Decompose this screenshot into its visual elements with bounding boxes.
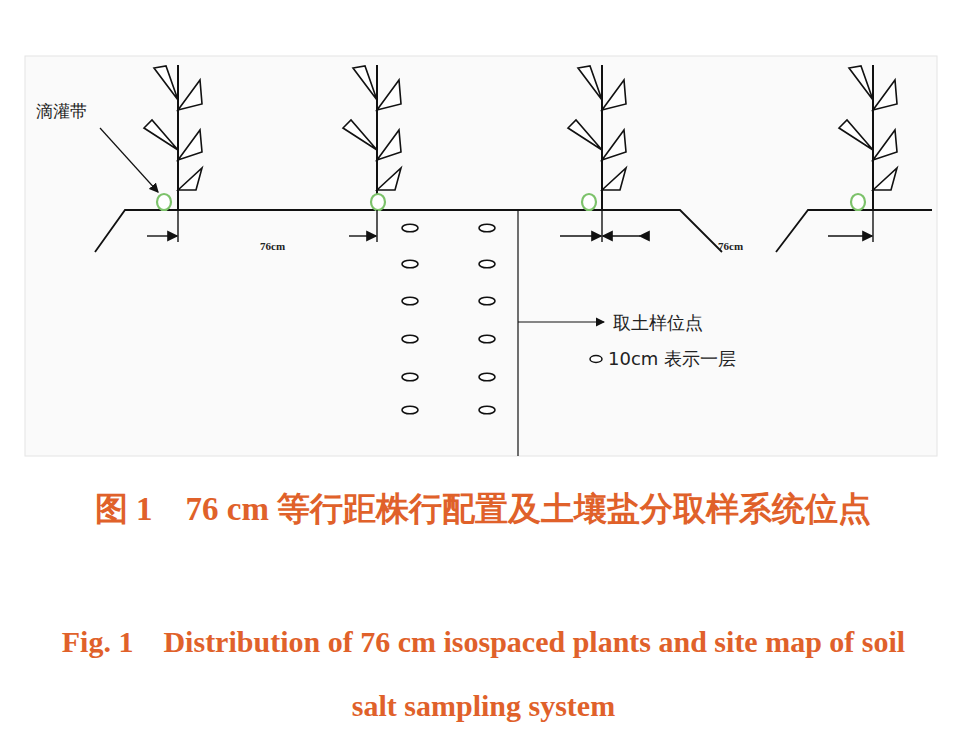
leader-line xyxy=(100,128,158,192)
sampling-point xyxy=(402,406,418,414)
ridge-bed xyxy=(95,210,722,252)
sampling-point xyxy=(479,297,495,305)
figure-ground xyxy=(25,56,937,456)
sampling-point xyxy=(402,224,418,232)
drip-tape-label: 滴灌带 xyxy=(36,100,87,123)
ridge-bed xyxy=(776,210,932,252)
leader-line xyxy=(518,321,604,322)
sampling-point xyxy=(402,224,495,414)
leader-line xyxy=(517,210,518,456)
sampling-point xyxy=(402,297,418,305)
sampling-point xyxy=(479,260,495,268)
maize-plant xyxy=(839,65,897,210)
sampling-point xyxy=(479,224,495,232)
figure-caption: 图 1 76 cm 等行距株行配置及土壤盐分取样系统位点 xyxy=(88,476,878,542)
drip-tape xyxy=(157,194,865,210)
maize-plant xyxy=(568,65,626,210)
maize-plant xyxy=(343,65,401,210)
figure-caption-en: Fig. 1 Distribution of 76 cm isospaced p… xyxy=(60,610,907,738)
sampling-point xyxy=(479,406,495,414)
dimension-label: 76cm xyxy=(718,240,743,252)
sampling-point xyxy=(479,373,495,381)
sampling-point xyxy=(402,260,418,268)
sampling-point xyxy=(479,335,495,343)
legend-text: 10cm 表示一层 xyxy=(608,347,736,371)
sampling-point xyxy=(402,373,418,381)
dimension-mark xyxy=(147,210,873,242)
sampling-point xyxy=(402,335,418,343)
legend-symbol xyxy=(590,356,602,363)
sampling-site-label: 取土样位点 xyxy=(613,311,703,335)
dimension-label: 76cm xyxy=(260,240,285,252)
maize-plant xyxy=(144,65,202,210)
